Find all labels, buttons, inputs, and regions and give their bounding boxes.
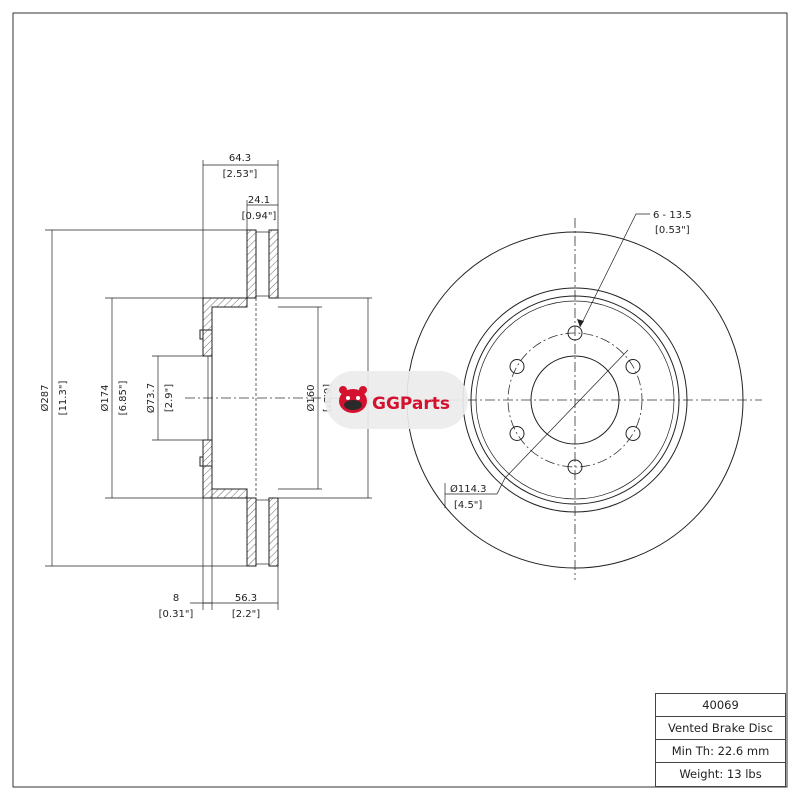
min-thickness: Min Th: 22.6 mm bbox=[656, 740, 785, 763]
bolt-holes bbox=[509, 325, 641, 475]
part-description: Vented Brake Disc bbox=[656, 717, 785, 740]
dim-outer-diameter-in: [11.3"] bbox=[58, 381, 69, 416]
weight: Weight: 13 lbs bbox=[679, 767, 762, 781]
dim-center-bore-in: [2.9"] bbox=[164, 384, 175, 412]
bolt-hole bbox=[567, 325, 583, 341]
spec-table: 40069 Vented Brake Disc Min Th: 22.6 mm … bbox=[655, 693, 786, 787]
side-section-view bbox=[45, 160, 392, 610]
dim-hat-diameter: Ø174 bbox=[99, 385, 111, 412]
bolt-circle bbox=[507, 332, 643, 468]
dim-hub-thickness: 8 bbox=[173, 593, 179, 604]
front-dimensions: 6 - 13.5 [0.53"] Ø114.3 [4.5"] bbox=[450, 210, 692, 511]
dim-bolt-holes-in: [0.53"] bbox=[655, 225, 690, 236]
dim-bolt-circle-in: [4.5"] bbox=[454, 500, 482, 511]
section-upper-half bbox=[202, 229, 279, 357]
section-lower-half bbox=[202, 439, 279, 567]
dim-overall-thickness: 64.3 bbox=[229, 153, 251, 164]
dim-inner-diameter: Ø160 bbox=[305, 385, 317, 412]
ggparts-logo: GGParts bbox=[325, 371, 468, 429]
side-dimensions: 64.3 [2.53"] 24.1 [0.94"] Ø287 [11.3"] Ø… bbox=[39, 153, 332, 620]
logo-backdrop bbox=[325, 371, 468, 429]
dim-center-bore: Ø73.7 bbox=[145, 383, 157, 413]
bolt-hole bbox=[567, 459, 583, 475]
center-bore bbox=[530, 355, 620, 445]
dim-rotor-thickness-in: [0.94"] bbox=[242, 211, 277, 222]
dim-bolt-holes: 6 - 13.5 bbox=[653, 210, 692, 221]
logo-mascot-icon bbox=[339, 386, 367, 413]
dim-hat-height: 56.3 bbox=[235, 593, 257, 604]
hat-step bbox=[475, 300, 675, 500]
dim-hat-diameter-in: [6.85"] bbox=[118, 381, 129, 416]
dim-hub-thickness-in: [0.31"] bbox=[159, 609, 194, 620]
bolt-hole bbox=[509, 359, 525, 374]
dim-overall-thickness-in: [2.53"] bbox=[223, 169, 258, 180]
bolt-hole bbox=[625, 359, 641, 374]
dim-outer-diameter: Ø287 bbox=[39, 385, 51, 412]
dim-hat-height-in: [2.2"] bbox=[232, 609, 260, 620]
part-number: 40069 bbox=[656, 694, 785, 717]
bolt-hole bbox=[509, 426, 525, 441]
bolt-hole bbox=[625, 426, 641, 441]
logo-text: GGParts bbox=[372, 394, 450, 414]
hat-outer bbox=[470, 295, 680, 505]
drawing-border bbox=[12, 12, 788, 788]
dim-rotor-thickness: 24.1 bbox=[248, 195, 270, 206]
dim-bolt-circle: Ø114.3 bbox=[450, 483, 487, 495]
